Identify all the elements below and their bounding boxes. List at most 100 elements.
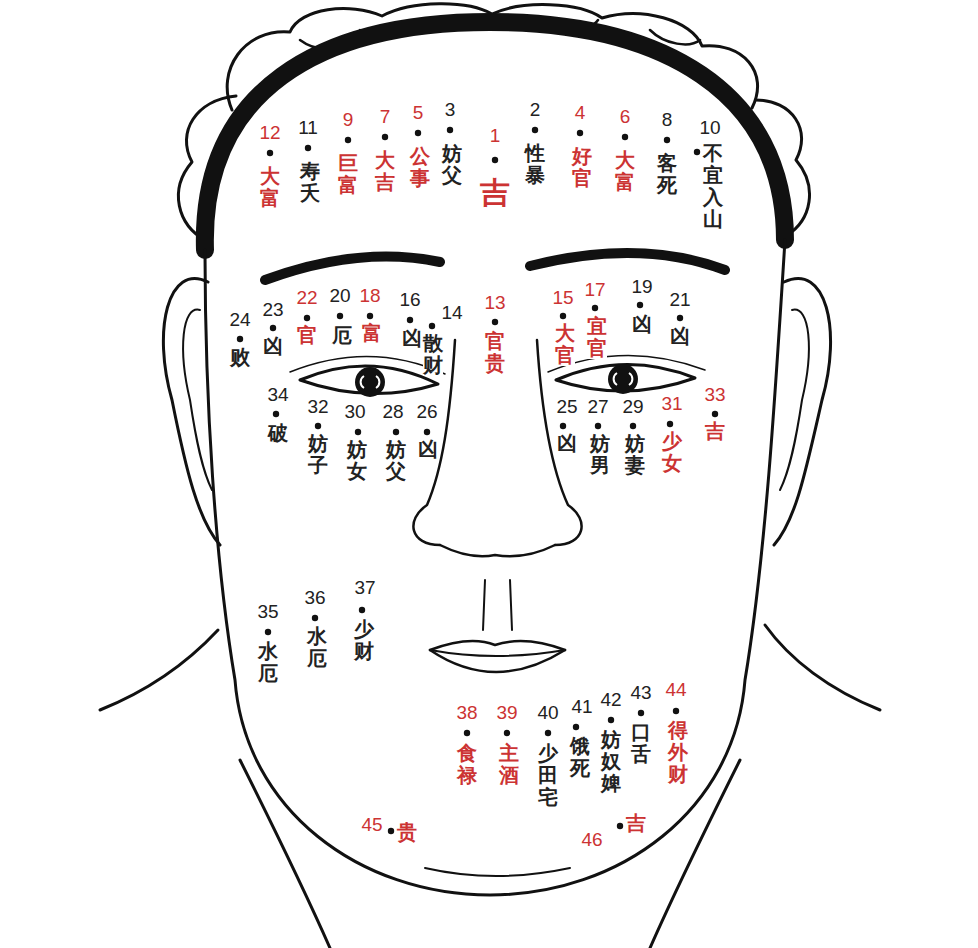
mole-dot	[595, 423, 601, 429]
mole-meaning: 大富	[615, 149, 635, 193]
nose	[440, 545, 555, 556]
callout-number: 45	[360, 815, 383, 836]
mole-dot	[304, 315, 310, 321]
chin	[425, 868, 570, 876]
callout-number: 12	[258, 123, 281, 144]
callout-number: 6	[619, 107, 632, 128]
mole-dot	[504, 730, 510, 736]
ear	[774, 278, 831, 545]
mole-meaning: 妨妻	[625, 432, 645, 476]
mole-meaning: 官贵	[485, 330, 505, 374]
mole-dot	[355, 429, 361, 435]
callout-number: 18	[358, 286, 381, 307]
mole-meaning: 凶	[418, 438, 438, 460]
ear	[780, 310, 809, 490]
callout-number: 5	[412, 103, 425, 124]
mole-meaning: 凶	[402, 327, 422, 349]
mole-dot	[393, 429, 399, 435]
pupil-highlight	[614, 373, 633, 385]
callout-number: 11	[297, 118, 319, 139]
callout-number: 8	[661, 110, 674, 131]
callout-number: 26	[415, 402, 438, 423]
mole-dot	[345, 137, 351, 143]
mole-dot	[265, 629, 271, 635]
mole-dot	[638, 710, 644, 716]
mole-dot	[712, 411, 718, 417]
ear	[183, 310, 212, 490]
mole-dot	[545, 730, 551, 736]
shoulder	[765, 625, 880, 710]
callout-number: 31	[660, 394, 683, 415]
mole-dot	[359, 607, 365, 613]
mole-meaning: 妨父	[386, 438, 406, 482]
callout-number: 38	[455, 703, 478, 724]
mole-meaning: 厄	[332, 324, 352, 346]
mole-meaning: 大富	[260, 165, 280, 209]
callout-number: 30	[343, 402, 366, 423]
callout-number: 15	[551, 288, 574, 309]
mole-meaning: 水厄	[307, 625, 327, 669]
mole-dot	[560, 313, 566, 319]
callout-number: 1	[489, 126, 502, 147]
mole-dot	[532, 127, 538, 133]
callout-number: 40	[536, 703, 559, 724]
mole-meaning: 凶	[557, 432, 577, 454]
eyebrow	[530, 253, 725, 270]
mole-dot	[337, 313, 343, 319]
mole-dot	[429, 323, 435, 329]
mole-dot	[617, 823, 623, 829]
mole-meaning: 饿死	[570, 735, 590, 779]
callout-number: 2	[529, 100, 542, 121]
mouth	[430, 650, 565, 656]
mole-meaning: 妨男	[590, 432, 610, 476]
hairline	[205, 22, 785, 250]
pupil	[608, 364, 638, 394]
mole-meaning: 少女	[662, 430, 682, 474]
mole-dot	[630, 423, 636, 429]
callout-number: 32	[306, 397, 329, 418]
mole-dot	[667, 421, 673, 427]
mole-meaning: 妨父	[442, 142, 462, 186]
mole-meaning: 食禄	[457, 742, 477, 786]
mole-dot	[577, 130, 583, 136]
callout-number: 3	[444, 100, 457, 121]
mouth	[430, 650, 565, 672]
mole-dot	[637, 302, 643, 308]
mole-meaning: 富	[362, 322, 382, 344]
mole-dot	[694, 149, 700, 155]
callout-number: 33	[703, 385, 726, 406]
mole-meaning: 少财	[354, 618, 374, 662]
mole-dot	[622, 134, 628, 140]
callout-number: 16	[398, 290, 421, 311]
callout-number: 39	[495, 703, 518, 724]
philtrum	[483, 580, 512, 630]
collar	[240, 760, 330, 948]
callout-number: 13	[483, 293, 506, 314]
callout-number: 28	[381, 402, 404, 423]
mole-meaning: 少田宅	[538, 742, 558, 808]
mole-meaning: 凶	[632, 313, 652, 335]
mole-meaning: 贵	[397, 821, 417, 843]
mole-meaning: 得外财	[668, 719, 688, 785]
mole-dot	[305, 145, 311, 151]
mole-dot	[415, 130, 421, 136]
mole-meaning: 宜官	[587, 315, 607, 359]
callout-number: 20	[328, 286, 351, 307]
callout-number: 14	[440, 303, 463, 324]
mole-dot	[664, 137, 670, 143]
mole-meaning: 妨女	[347, 438, 367, 482]
callout-number: 27	[586, 397, 609, 418]
mole-meaning: 败	[230, 346, 250, 368]
mole-meaning: 好官	[572, 145, 592, 189]
callout-number: 21	[668, 290, 691, 311]
mole-dot	[424, 429, 430, 435]
mole-meaning: 妨子	[308, 432, 328, 476]
mole-dot	[492, 157, 498, 163]
mole-meaning: 吉	[705, 420, 725, 442]
callout-number: 10	[698, 118, 721, 139]
callout-number: 25	[555, 397, 578, 418]
face-outline	[205, 240, 785, 895]
mole-dot	[273, 411, 279, 417]
mole-dot	[677, 315, 683, 321]
